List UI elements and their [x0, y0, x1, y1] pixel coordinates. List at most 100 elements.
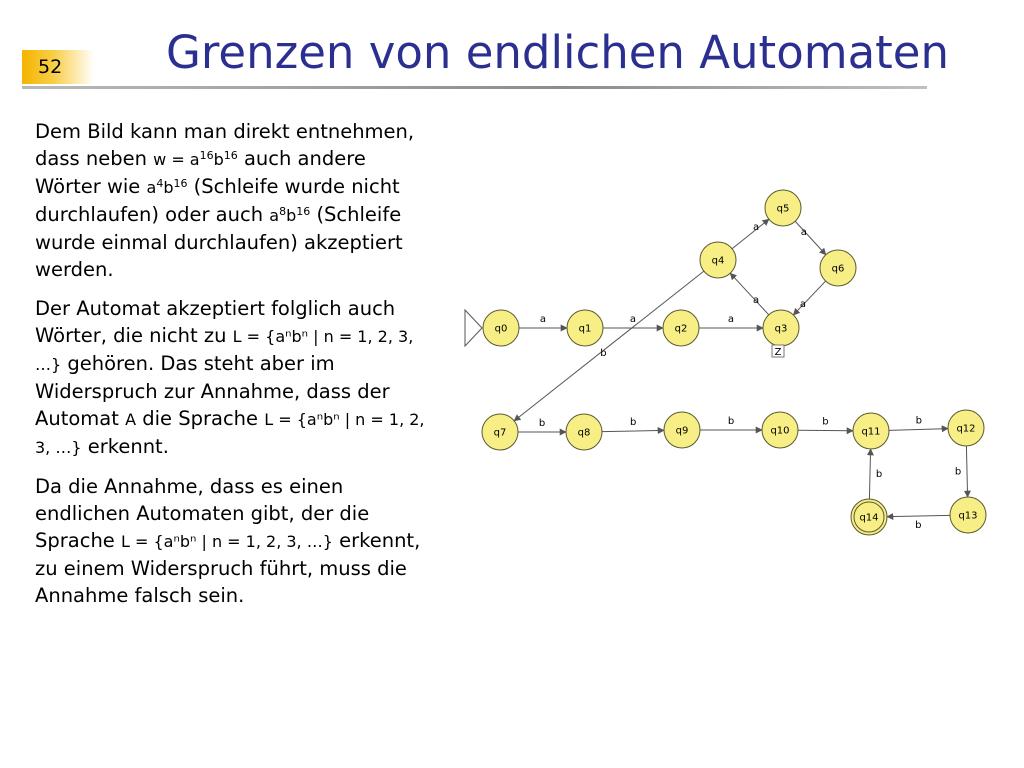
transition-arrow [963, 445, 971, 498]
state-label: q5 [777, 204, 790, 215]
transition-q2-q3: a [699, 314, 764, 332]
transition-label: b [600, 348, 606, 359]
state-q6: q6 [819, 249, 857, 287]
state-circle [565, 413, 603, 451]
transition-label: b [822, 417, 828, 428]
accepting-ring [853, 501, 885, 533]
marker-box [771, 344, 785, 358]
transition-arrow [794, 220, 827, 256]
slide-title: Grenzen von endlichen Automaten [166, 26, 949, 79]
transition-label: b [915, 520, 921, 531]
state-circle [699, 241, 737, 279]
state-circle [949, 496, 987, 534]
transition-label: b [728, 416, 734, 427]
transition-arrow [888, 425, 949, 433]
state-label: q0 [495, 324, 508, 335]
text-run: erkennt, zu einem Widerspruch führt, mus… [35, 529, 421, 607]
transition-label: b [876, 469, 882, 480]
text-run: Dem Bild kann man direkt entnehmen, dass… [35, 120, 415, 170]
state-q9: q9 [663, 411, 701, 449]
state-label: q3 [775, 324, 788, 335]
state-q13: q13 [949, 496, 987, 534]
math-word-a8b16: a8b16 [269, 205, 311, 225]
state-circle [852, 412, 890, 450]
transition-label: a [728, 314, 734, 325]
state-circle [481, 413, 519, 451]
math-word-a4b16: a4b16 [146, 177, 188, 197]
transition-arrow [792, 280, 826, 316]
marker-label: Z [775, 347, 782, 358]
transition-label: b [630, 417, 636, 428]
state-label: q12 [956, 424, 975, 435]
state-label: q10 [770, 426, 789, 437]
state-q14: q14 [850, 498, 888, 536]
transition-arrow [729, 272, 770, 316]
state-q3: q3 [762, 309, 800, 347]
transition-q9-q10: b [700, 416, 763, 434]
math-word-w: w = a16b16 [153, 149, 238, 169]
state-circle [566, 309, 604, 347]
transition-label: a [800, 299, 806, 310]
state-q0: q0 [482, 309, 520, 347]
state-q7: q7 [481, 413, 519, 451]
state-label: q14 [859, 513, 878, 524]
state-q2: q2 [662, 309, 700, 347]
transition-q7-q8: b [518, 418, 567, 436]
transition-label: a [753, 295, 759, 306]
page-number: 52 [22, 50, 94, 84]
state-label: q8 [578, 428, 591, 439]
transition-q4-q5: a [731, 218, 770, 250]
state-label: q4 [712, 256, 725, 267]
state-q11: q11 [852, 412, 890, 450]
text-run: Da die Annahme, dass es einen endlichen … [35, 475, 370, 552]
transition-arrow [513, 270, 705, 422]
transition-q5-q6: a [794, 220, 827, 256]
transition-q1-q2: a [603, 314, 664, 332]
transition-label: b [955, 466, 961, 477]
text-run: (Schleife wurde einmal durchlaufen) akze… [35, 203, 403, 281]
transition-arrow [866, 448, 874, 500]
state-q10: q10 [761, 411, 799, 449]
state-q5: q5 [764, 189, 802, 227]
state-circle [947, 409, 985, 447]
state-circle [663, 411, 701, 449]
text-run: die Sprache [136, 407, 265, 430]
automaton-symbol: A [125, 410, 137, 429]
state-circle [761, 411, 799, 449]
state-label: q6 [832, 264, 845, 275]
text-run: erkennt. [81, 435, 169, 458]
transition-arrow [797, 427, 854, 435]
transition-label: b [916, 416, 922, 427]
body-text: Dem Bild kann man direkt entnehmen, dass… [35, 118, 430, 621]
state-label: q2 [675, 324, 688, 335]
transition-arrow [731, 218, 770, 250]
paragraph-2: Der Automat akzeptiert folglich auch Wör… [35, 295, 430, 461]
state-circle [482, 309, 520, 347]
text-run: gehören. Das steht aber im Widerspruch z… [35, 352, 390, 430]
transition-label: a [753, 222, 759, 233]
paragraph-1: Dem Bild kann man direkt entnehmen, dass… [35, 118, 430, 283]
transition-q8-q9: b [601, 417, 665, 434]
paragraph-3: Da die Annahme, dass es einen endlichen … [35, 473, 430, 609]
state-circle [819, 249, 857, 287]
transition-q12-q13: b [955, 445, 971, 498]
state-label: q11 [861, 427, 880, 438]
start-arrow-icon [464, 308, 483, 348]
text-run: Der Automat akzeptiert folglich auch Wör… [35, 297, 396, 347]
transition-q4-q7: b [513, 270, 705, 422]
transitions: a a a a a a a b b b b b b b b b [513, 218, 971, 531]
state-label: q13 [958, 511, 977, 522]
transition-label: a [801, 227, 807, 238]
language-definition: L = {aⁿbⁿ | n = 1, 2, 3, …} [35, 410, 425, 457]
text-run: auch andere Wörter wie [35, 147, 366, 198]
transition-label: a [540, 314, 546, 325]
language-definition: L = {aⁿbⁿ | n = 1, 2, 3, …} [121, 532, 333, 551]
transition-q6-q3: a [792, 280, 826, 316]
transition-q10-q11: b [797, 417, 854, 435]
transition-q0-q1: a [519, 314, 568, 332]
state-label: q9 [676, 426, 689, 437]
transition-q11-q12: b [888, 416, 949, 433]
transition-q14-q11: b [866, 448, 882, 500]
